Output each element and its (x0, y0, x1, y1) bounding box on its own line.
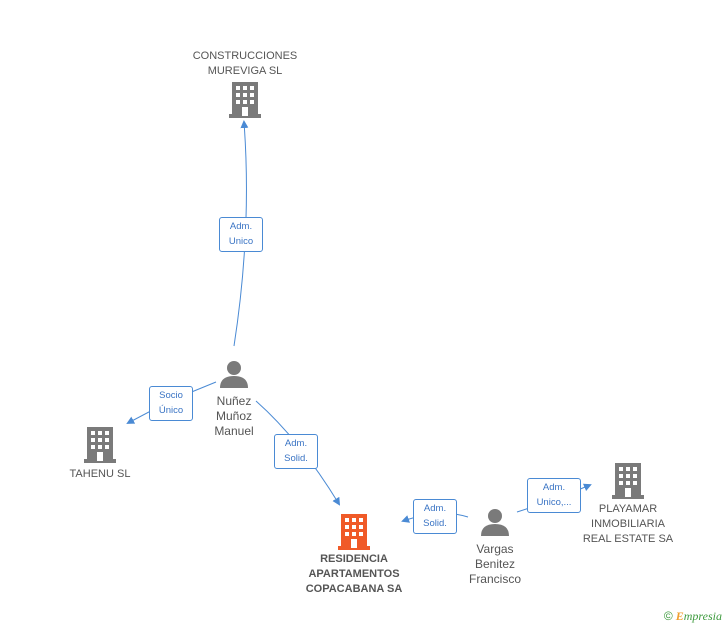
edge-badge-adm-solid-vargas[interactable]: Adm. Solid. (413, 499, 457, 534)
person-node-vargas[interactable]: Vargas Benitez Francisco (462, 508, 528, 587)
company-node-residencia[interactable]: RESIDENCIA APARTAMENTOS COPACABANA SA (293, 514, 415, 597)
edge-badge-line: Adm. (284, 438, 308, 449)
person-name-line: Manuel (214, 424, 254, 438)
person-name-line: Vargas (476, 542, 514, 556)
edge-badge-adm-unico-playamar[interactable]: Adm. Unico,... (527, 478, 581, 513)
company-name-line: APARTAMENTOS (308, 568, 400, 580)
person-node-nunez[interactable]: Nuñez Muñoz Manuel (204, 360, 264, 439)
edge-badge-line: Adm. (423, 503, 447, 514)
company-name-line: MUREVIGA SL (207, 65, 283, 77)
company-name-line: INMOBILIARIA (591, 518, 665, 530)
edge-badge-line: Socio (159, 390, 183, 401)
company-node-tahenu[interactable]: TAHENU SL (58, 427, 142, 482)
company-name-line: COPACABANA SA (305, 583, 403, 595)
building-icon (229, 82, 261, 118)
edge-badge-line: Unico (228, 236, 254, 247)
company-node-playamar[interactable]: PLAYAMAR INMOBILIARIA REAL ESTATE SA (572, 463, 684, 547)
copyright-symbol: © (663, 609, 673, 623)
empresia-logo: © Empresia (664, 609, 722, 624)
building-icon (612, 463, 644, 499)
brand-text: mpresia (683, 609, 722, 623)
company-name-line: TAHENU SL (69, 468, 131, 480)
person-name-line: Nuñez (216, 394, 252, 408)
company-name-line: PLAYAMAR (598, 503, 658, 515)
person-icon (481, 509, 509, 536)
company-name-line: RESIDENCIA (320, 553, 388, 565)
edge-badge-adm-solid-nunez[interactable]: Adm. Solid. (274, 434, 318, 469)
person-icon (220, 361, 248, 388)
edge-badge-line: Adm. (542, 482, 566, 493)
brand-initial: E (675, 609, 684, 623)
edge-badge-line: Adm. (229, 221, 253, 232)
edge-badge-socio-unico[interactable]: Socio Único (149, 386, 193, 421)
company-name-line: REAL ESTATE SA (582, 533, 674, 545)
edge-badge-line: Único (158, 405, 184, 416)
person-name-line: Muñoz (215, 409, 253, 423)
person-name-line: Benitez (474, 557, 516, 571)
building-icon (338, 514, 370, 550)
edge-badge-line: Solid. (423, 518, 447, 529)
person-name-line: Francisco (468, 572, 521, 586)
company-name-line: CONSTRUCCIONES (192, 50, 298, 62)
company-node-construcciones[interactable]: CONSTRUCCIONES MUREVIGA SL (180, 49, 310, 118)
edge-badge-line: Unico,... (536, 497, 572, 508)
building-icon (84, 427, 116, 463)
edge-badge-adm-unico[interactable]: Adm. Unico (219, 217, 263, 252)
edge-badge-line: Solid. (284, 453, 308, 464)
